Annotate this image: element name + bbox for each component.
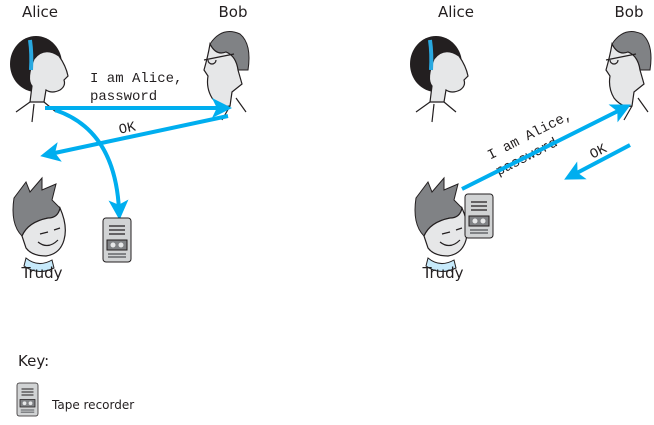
- key-title: Key:: [18, 352, 49, 370]
- bob-to-trudy-arrow: [564, 143, 631, 180]
- bob-label: Bob: [615, 3, 644, 21]
- alice-label: Alice: [22, 3, 58, 21]
- tape-recorder-label: Tape recorder: [51, 398, 134, 412]
- bob-icon: [605, 30, 652, 121]
- ok-label: OK: [117, 119, 137, 138]
- recording-arrow: [54, 108, 129, 220]
- alice-label: Alice: [438, 3, 474, 21]
- trudy-to-bob-arrow: [461, 104, 631, 191]
- legend: Key: Tape recorder: [16, 352, 134, 417]
- message-line2: password: [90, 89, 157, 105]
- tape-recorder-icon: [16, 382, 39, 417]
- bob-to-alice-arrow: [40, 114, 229, 162]
- trudy-icon: [12, 177, 66, 273]
- trudy-label: Trudy: [421, 264, 463, 282]
- trudy-icon: [414, 177, 468, 273]
- trudy-label: Trudy: [20, 264, 62, 282]
- tape-recorder-icon: [464, 193, 494, 239]
- message-line1: I am Alice,: [90, 71, 182, 87]
- tape-recorder-icon: [102, 217, 132, 263]
- bob-label: Bob: [219, 3, 248, 21]
- left-scenario: Alice Bob I am Alice, password OK Trudy: [8, 3, 250, 282]
- right-scenario: Alice Bob I am Alice, password OK Trudy: [408, 3, 652, 282]
- alice-icon: [408, 34, 470, 124]
